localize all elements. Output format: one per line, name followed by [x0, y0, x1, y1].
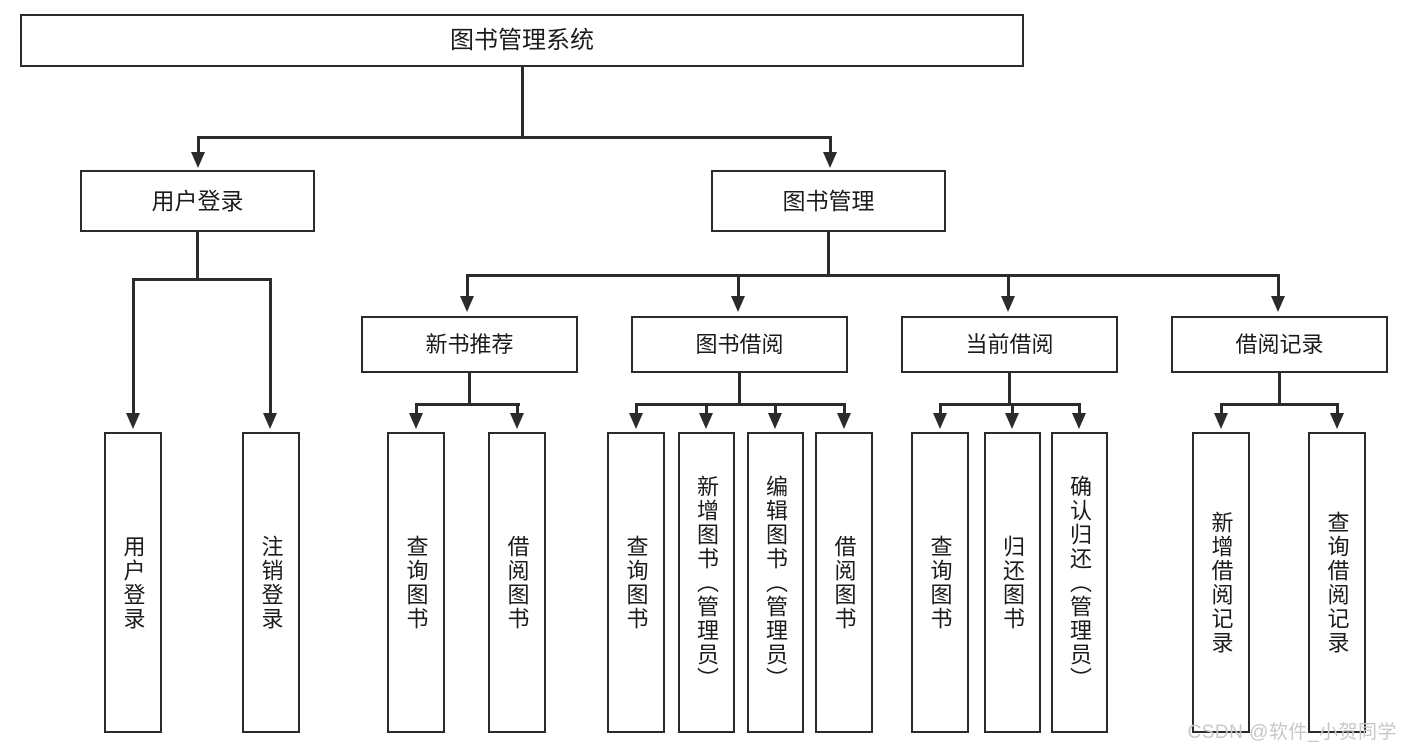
leaf-borrow-book-recommend[interactable]: 借阅图书: [488, 432, 546, 733]
node-label: 查询图书: [403, 534, 429, 631]
arrow-to-leaf-confirm-return: [1071, 413, 1086, 429]
connector-borrow-drop-3: [774, 403, 777, 416]
node-new-book-recommend[interactable]: 新书推荐: [361, 316, 578, 373]
node-book-management[interactable]: 图书管理: [711, 170, 946, 232]
node-label: 新增借阅记录: [1208, 510, 1234, 655]
arrow-to-book-management: [822, 152, 837, 168]
connector-current-bus: [939, 403, 1081, 406]
node-root-system[interactable]: 图书管理系统: [20, 14, 1024, 67]
connector-root-stem: [521, 66, 524, 137]
connector-recommend-drop-1: [415, 403, 418, 416]
connector-user-login-bus: [132, 278, 271, 281]
node-label: 确认归还（管理员）: [1067, 474, 1093, 691]
node-current-borrow[interactable]: 当前借阅: [901, 316, 1118, 373]
connector-level3-drop-1: [466, 274, 469, 298]
leaf-user-logout[interactable]: 注销登录: [242, 432, 300, 733]
node-label: 查询借阅记录: [1324, 510, 1350, 655]
connector-borrow-drop-2: [705, 403, 708, 416]
leaf-query-book-recommend[interactable]: 查询图书: [387, 432, 445, 733]
leaf-add-book[interactable]: 新增图书（管理员）: [678, 432, 735, 733]
connector-borrow-drop-1: [635, 403, 638, 416]
node-label: 借阅图书: [504, 534, 530, 631]
leaf-query-borrow-record[interactable]: 查询借阅记录: [1308, 432, 1366, 733]
connector-current-drop-1: [939, 403, 942, 416]
node-borrow-record[interactable]: 借阅记录: [1171, 316, 1388, 373]
leaf-query-book-current[interactable]: 查询图书: [911, 432, 969, 733]
connector-recommend-stem: [468, 373, 471, 405]
leaf-return-book[interactable]: 归还图书: [984, 432, 1041, 733]
connector-level3-drop-4: [1277, 274, 1280, 298]
connector-level3-drop-3: [1007, 274, 1010, 298]
connector-root-bus: [197, 136, 831, 139]
node-label: 归还图书: [1000, 534, 1026, 631]
node-label: 注销登录: [258, 534, 284, 631]
node-label: 用户登录: [151, 187, 244, 214]
node-user-login[interactable]: 用户登录: [80, 170, 315, 232]
leaf-query-book-borrow[interactable]: 查询图书: [607, 432, 665, 733]
connector-root-drop-left: [197, 136, 200, 156]
arrow-to-leaf-borrow-book-recommend: [509, 413, 524, 429]
connector-level3-drop-2: [737, 274, 740, 298]
connector-current-drop-2: [1011, 403, 1014, 416]
arrow-to-leaf-user-logout: [262, 413, 277, 429]
connector-recommend-drop-2: [516, 403, 519, 416]
leaf-edit-book[interactable]: 编辑图书（管理员）: [747, 432, 804, 733]
node-label: 图书管理: [782, 187, 875, 214]
arrow-to-current-borrow: [1000, 296, 1015, 312]
connector-borrow-stem: [738, 373, 741, 405]
arrow-to-leaf-query-book-current: [932, 413, 947, 429]
node-book-borrow[interactable]: 图书借阅: [631, 316, 848, 373]
node-label: 查询图书: [927, 534, 953, 631]
arrow-to-leaf-edit-book: [767, 413, 782, 429]
arrow-to-leaf-query-borrow-record: [1329, 413, 1344, 429]
leaf-borrow-book[interactable]: 借阅图书: [815, 432, 873, 733]
node-label: 当前借阅: [965, 331, 1054, 357]
arrow-to-leaf-borrow-book: [836, 413, 851, 429]
connector-recommend-bus: [415, 403, 520, 406]
arrow-to-leaf-user-login: [125, 413, 140, 429]
node-label: 图书管理系统: [450, 26, 594, 54]
leaf-add-borrow-record[interactable]: 新增借阅记录: [1192, 432, 1250, 733]
arrow-to-leaf-add-book: [698, 413, 713, 429]
connector-root-drop-right: [829, 136, 832, 156]
node-label: 借阅记录: [1235, 331, 1324, 357]
node-label: 用户登录: [120, 534, 146, 631]
connector-current-drop-3: [1078, 403, 1081, 416]
arrow-to-new-book-recommend: [459, 296, 474, 312]
node-label: 新书推荐: [425, 331, 514, 357]
node-label: 查询图书: [623, 534, 649, 631]
connector-user-login-stem: [196, 232, 199, 280]
arrow-to-leaf-return-book: [1004, 413, 1019, 429]
connector-borrow-drop-4: [843, 403, 846, 416]
connector-record-drop-1: [1220, 403, 1223, 416]
leaf-confirm-return[interactable]: 确认归还（管理员）: [1051, 432, 1108, 733]
leaf-user-login[interactable]: 用户登录: [104, 432, 162, 733]
arrow-to-leaf-query-book-recommend: [408, 413, 423, 429]
arrow-to-book-borrow: [730, 296, 745, 312]
node-label: 编辑图书（管理员）: [763, 474, 789, 691]
node-label: 新增图书（管理员）: [694, 474, 720, 691]
connector-current-stem: [1008, 373, 1011, 405]
connector-record-bus: [1220, 403, 1338, 406]
connector-level3-bus: [466, 274, 1280, 277]
connector-user-login-drop-1: [132, 278, 135, 416]
arrow-to-leaf-add-borrow-record: [1213, 413, 1228, 429]
connector-record-stem: [1278, 373, 1281, 405]
connector-record-drop-2: [1336, 403, 1339, 416]
arrow-to-user-login: [190, 152, 205, 168]
node-label: 借阅图书: [831, 534, 857, 631]
connector-book-management-stem: [827, 232, 830, 276]
arrow-to-leaf-query-book-borrow: [628, 413, 643, 429]
connector-borrow-bus: [635, 403, 844, 406]
node-label: 图书借阅: [695, 331, 784, 357]
connector-user-login-drop-2: [269, 278, 272, 416]
arrow-to-borrow-record: [1270, 296, 1285, 312]
